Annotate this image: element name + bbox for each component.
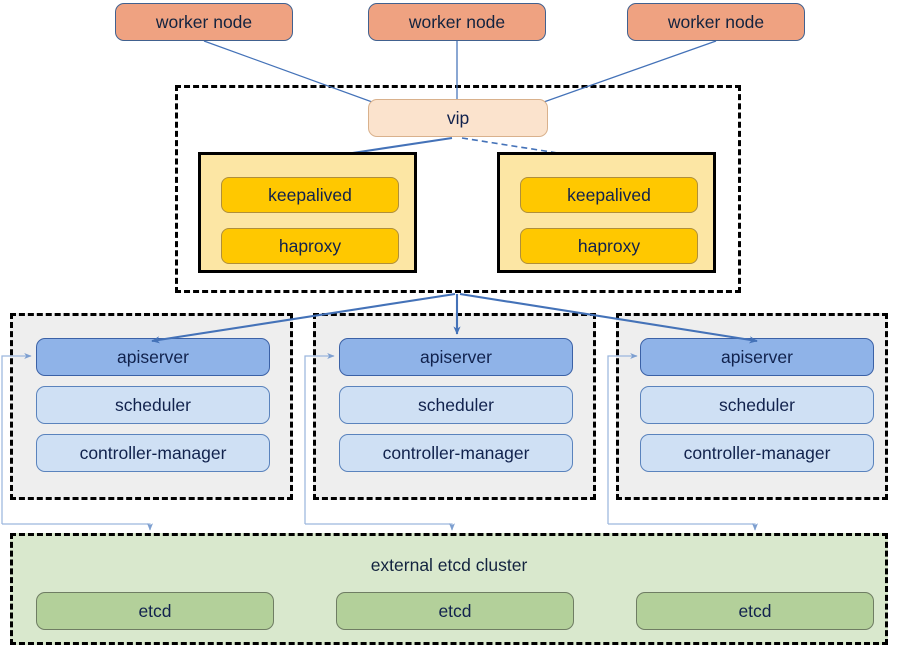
vip-label: vip bbox=[446, 107, 470, 128]
worker-node-2-label: worker node bbox=[408, 11, 506, 32]
vip-node[interactable]: vip bbox=[368, 99, 548, 137]
etcd-node-2-label: etcd bbox=[438, 600, 472, 621]
etcd-node-3-label: etcd bbox=[738, 600, 772, 621]
control-plane-2-scheduler-label: scheduler bbox=[418, 394, 494, 415]
etcd-node-1-label: etcd bbox=[138, 600, 172, 621]
control-plane-1-controller-manager[interactable]: controller-manager bbox=[36, 434, 270, 472]
worker-node-2[interactable]: worker node bbox=[368, 3, 546, 41]
control-plane-3-apiserver[interactable]: apiserver bbox=[640, 338, 874, 376]
lb-1-haproxy[interactable]: haproxy bbox=[221, 228, 399, 264]
worker-node-1-label: worker node bbox=[155, 11, 253, 32]
lb-2-haproxy-label: haproxy bbox=[577, 235, 641, 256]
etcd-cluster-title: external etcd cluster bbox=[370, 555, 528, 575]
lb-1-haproxy-label: haproxy bbox=[278, 235, 342, 256]
control-plane-1: apiserver scheduler controller-manager bbox=[10, 313, 293, 500]
external-etcd-cluster: external etcd cluster etcd etcd etcd bbox=[10, 533, 888, 645]
control-plane-2-apiserver[interactable]: apiserver bbox=[339, 338, 573, 376]
control-plane-1-controller-manager-label: controller-manager bbox=[79, 442, 227, 463]
control-plane-1-apiserver[interactable]: apiserver bbox=[36, 338, 270, 376]
control-plane-3-apiserver-label: apiserver bbox=[721, 346, 793, 367]
control-plane-3-scheduler[interactable]: scheduler bbox=[640, 386, 874, 424]
lb-1-keepalived[interactable]: keepalived bbox=[221, 177, 399, 213]
load-balancer-2: keepalived haproxy bbox=[497, 152, 716, 273]
control-plane-2-apiserver-label: apiserver bbox=[420, 346, 492, 367]
control-plane-3-controller-manager-label: controller-manager bbox=[683, 442, 831, 463]
load-balancer-1: keepalived haproxy bbox=[198, 152, 417, 273]
lb-2-haproxy[interactable]: haproxy bbox=[520, 228, 698, 264]
control-plane-2: apiserver scheduler controller-manager bbox=[313, 313, 596, 500]
lb-2-keepalived[interactable]: keepalived bbox=[520, 177, 698, 213]
worker-node-3[interactable]: worker node bbox=[627, 3, 805, 41]
control-plane-3: apiserver scheduler controller-manager bbox=[616, 313, 888, 500]
control-plane-2-controller-manager-label: controller-manager bbox=[382, 442, 530, 463]
worker-node-1[interactable]: worker node bbox=[115, 3, 293, 41]
etcd-node-2[interactable]: etcd bbox=[336, 592, 574, 630]
lb-2-keepalived-label: keepalived bbox=[567, 184, 651, 205]
worker-node-3-label: worker node bbox=[667, 11, 765, 32]
etcd-node-1[interactable]: etcd bbox=[36, 592, 274, 630]
control-plane-2-scheduler[interactable]: scheduler bbox=[339, 386, 573, 424]
control-plane-3-controller-manager[interactable]: controller-manager bbox=[640, 434, 874, 472]
control-plane-2-controller-manager[interactable]: controller-manager bbox=[339, 434, 573, 472]
control-plane-1-scheduler[interactable]: scheduler bbox=[36, 386, 270, 424]
control-plane-1-apiserver-label: apiserver bbox=[117, 346, 189, 367]
etcd-node-3[interactable]: etcd bbox=[636, 592, 874, 630]
lb-1-keepalived-label: keepalived bbox=[268, 184, 352, 205]
control-plane-3-scheduler-label: scheduler bbox=[719, 394, 795, 415]
control-plane-1-scheduler-label: scheduler bbox=[115, 394, 191, 415]
